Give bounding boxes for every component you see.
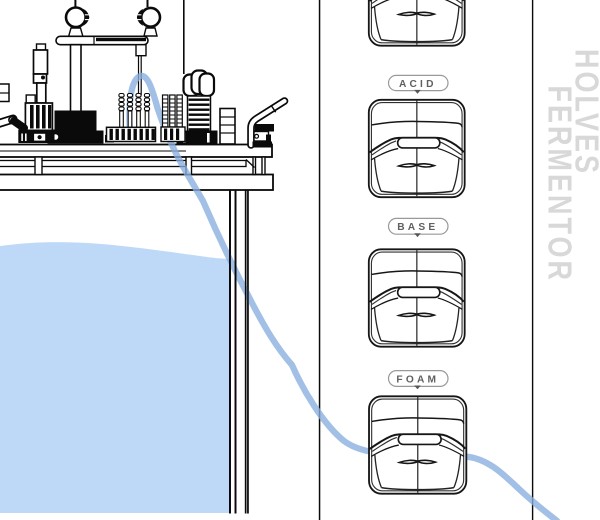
svg-text:FERMENTOR: FERMENTOR (541, 86, 577, 283)
svg-text:HOLVES: HOLVES (568, 49, 600, 176)
svg-text:ACID: ACID (399, 79, 437, 90)
svg-text:BASE: BASE (397, 222, 438, 233)
svg-text:FOAM: FOAM (396, 374, 439, 385)
